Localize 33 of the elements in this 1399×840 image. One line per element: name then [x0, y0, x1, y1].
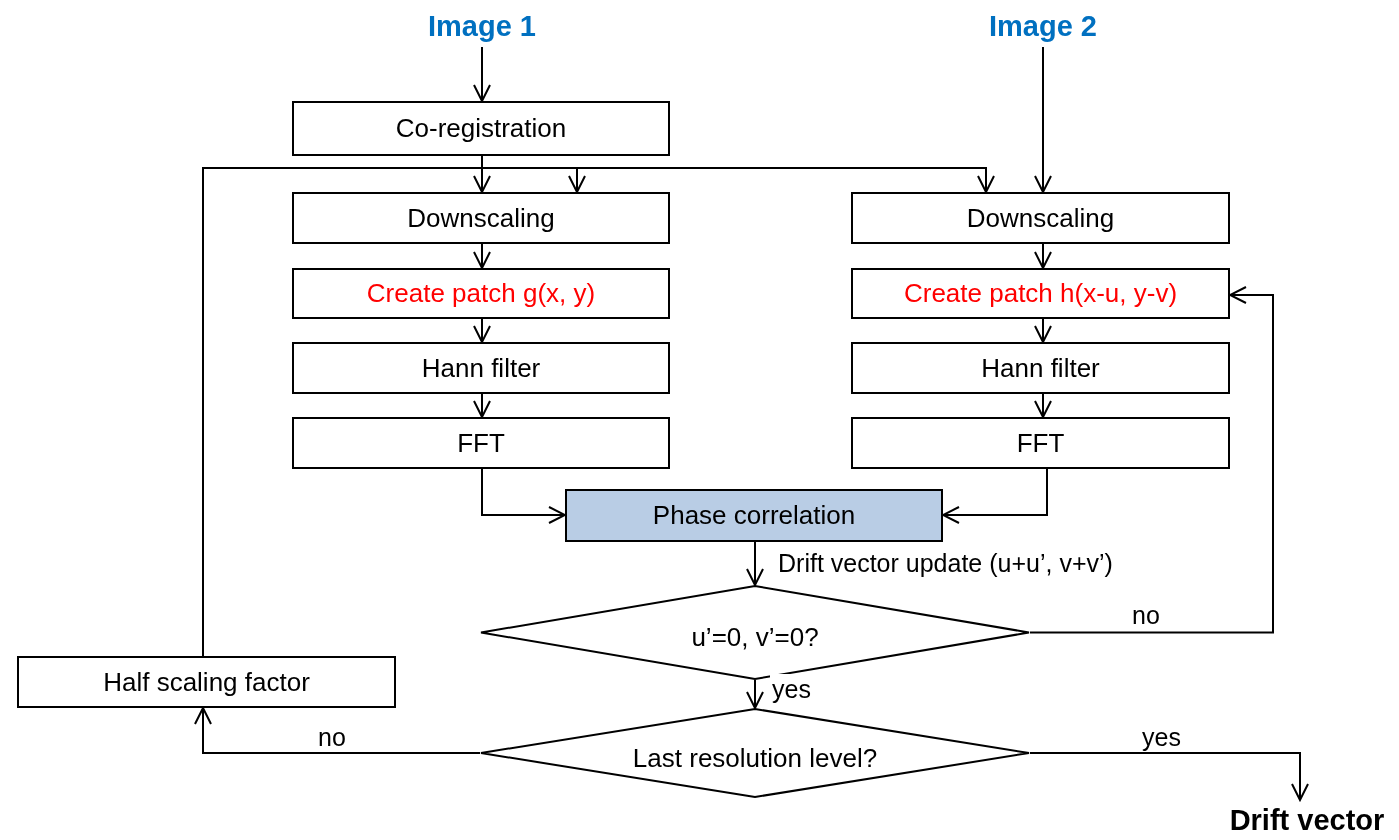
terminal-label: Drift vector [1229, 803, 1385, 837]
process-box: Co-registration [292, 101, 670, 156]
process-box: FFT [851, 417, 1230, 469]
decision-text: Last resolution level? [632, 742, 878, 774]
arrow [473, 46, 491, 102]
process-box: Phase correlation [565, 489, 943, 542]
edge-label: yes [770, 674, 813, 704]
arrow [481, 468, 566, 524]
arrow [746, 679, 764, 709]
arrow [473, 393, 491, 418]
process-box: Downscaling [292, 192, 670, 244]
process-box: Hann filter [851, 342, 1230, 394]
process-box: Downscaling [851, 192, 1230, 244]
arrow [473, 155, 491, 193]
arrow [1034, 393, 1052, 418]
terminal-label: Image 1 [428, 9, 536, 43]
arrow [1029, 752, 1309, 801]
process-box: Hann filter [292, 342, 670, 394]
arrow [746, 541, 764, 586]
process-box: Create patch h(x-u, y-v) [851, 268, 1230, 319]
process-box: Create patch g(x, y) [292, 268, 670, 319]
decision-text: u’=0, v’=0? [691, 622, 819, 653]
process-box: Half scaling factor [17, 656, 396, 708]
arrow [1034, 243, 1052, 269]
arrow [473, 243, 491, 269]
arrow [1034, 318, 1052, 343]
arrow [194, 707, 481, 754]
terminal-label: Image 2 [989, 9, 1097, 43]
process-box: FFT [292, 417, 670, 469]
arrow [1034, 46, 1052, 193]
arrow [1029, 286, 1274, 634]
arrow [473, 318, 491, 343]
arrow [942, 468, 1048, 524]
